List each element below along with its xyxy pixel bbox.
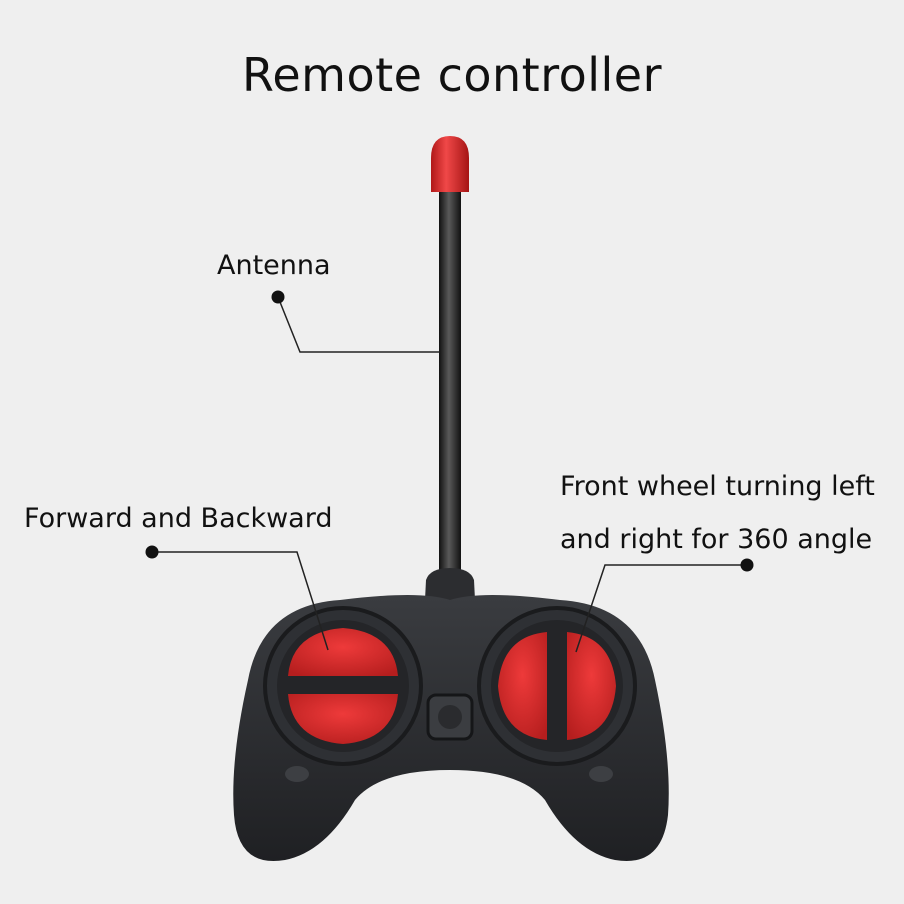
front-wheel-callout-line (575, 564, 747, 653)
page-title: Remote controller (241, 48, 663, 102)
antenna-callout-line (277, 296, 440, 353)
antenna (424, 136, 476, 620)
right-stud (589, 766, 613, 782)
front-wheel-label-line1: Front wheel turning left (560, 471, 875, 502)
antenna-tip (431, 136, 469, 192)
left-stud (285, 766, 309, 782)
backward-button[interactable] (288, 694, 398, 744)
forward-button[interactable] (288, 628, 398, 676)
front-wheel-callout-dot (740, 558, 754, 572)
antenna-label: Antenna (217, 250, 331, 281)
antenna-rod (439, 190, 461, 590)
turn-right-button[interactable] (567, 632, 616, 740)
forward-backward-label: Forward and Backward (24, 503, 333, 534)
controller-body (233, 595, 669, 862)
forward-backward-callout-line (152, 551, 329, 651)
antenna-callout-dot (271, 290, 285, 304)
turn-left-button[interactable] (498, 632, 547, 740)
front-wheel-label: Front wheel turning left and right for 3… (560, 460, 875, 566)
front-wheel-label-line2: and right for 360 angle (560, 524, 873, 555)
callout-lines (152, 296, 747, 653)
forward-backward-callout-dot (145, 545, 159, 559)
